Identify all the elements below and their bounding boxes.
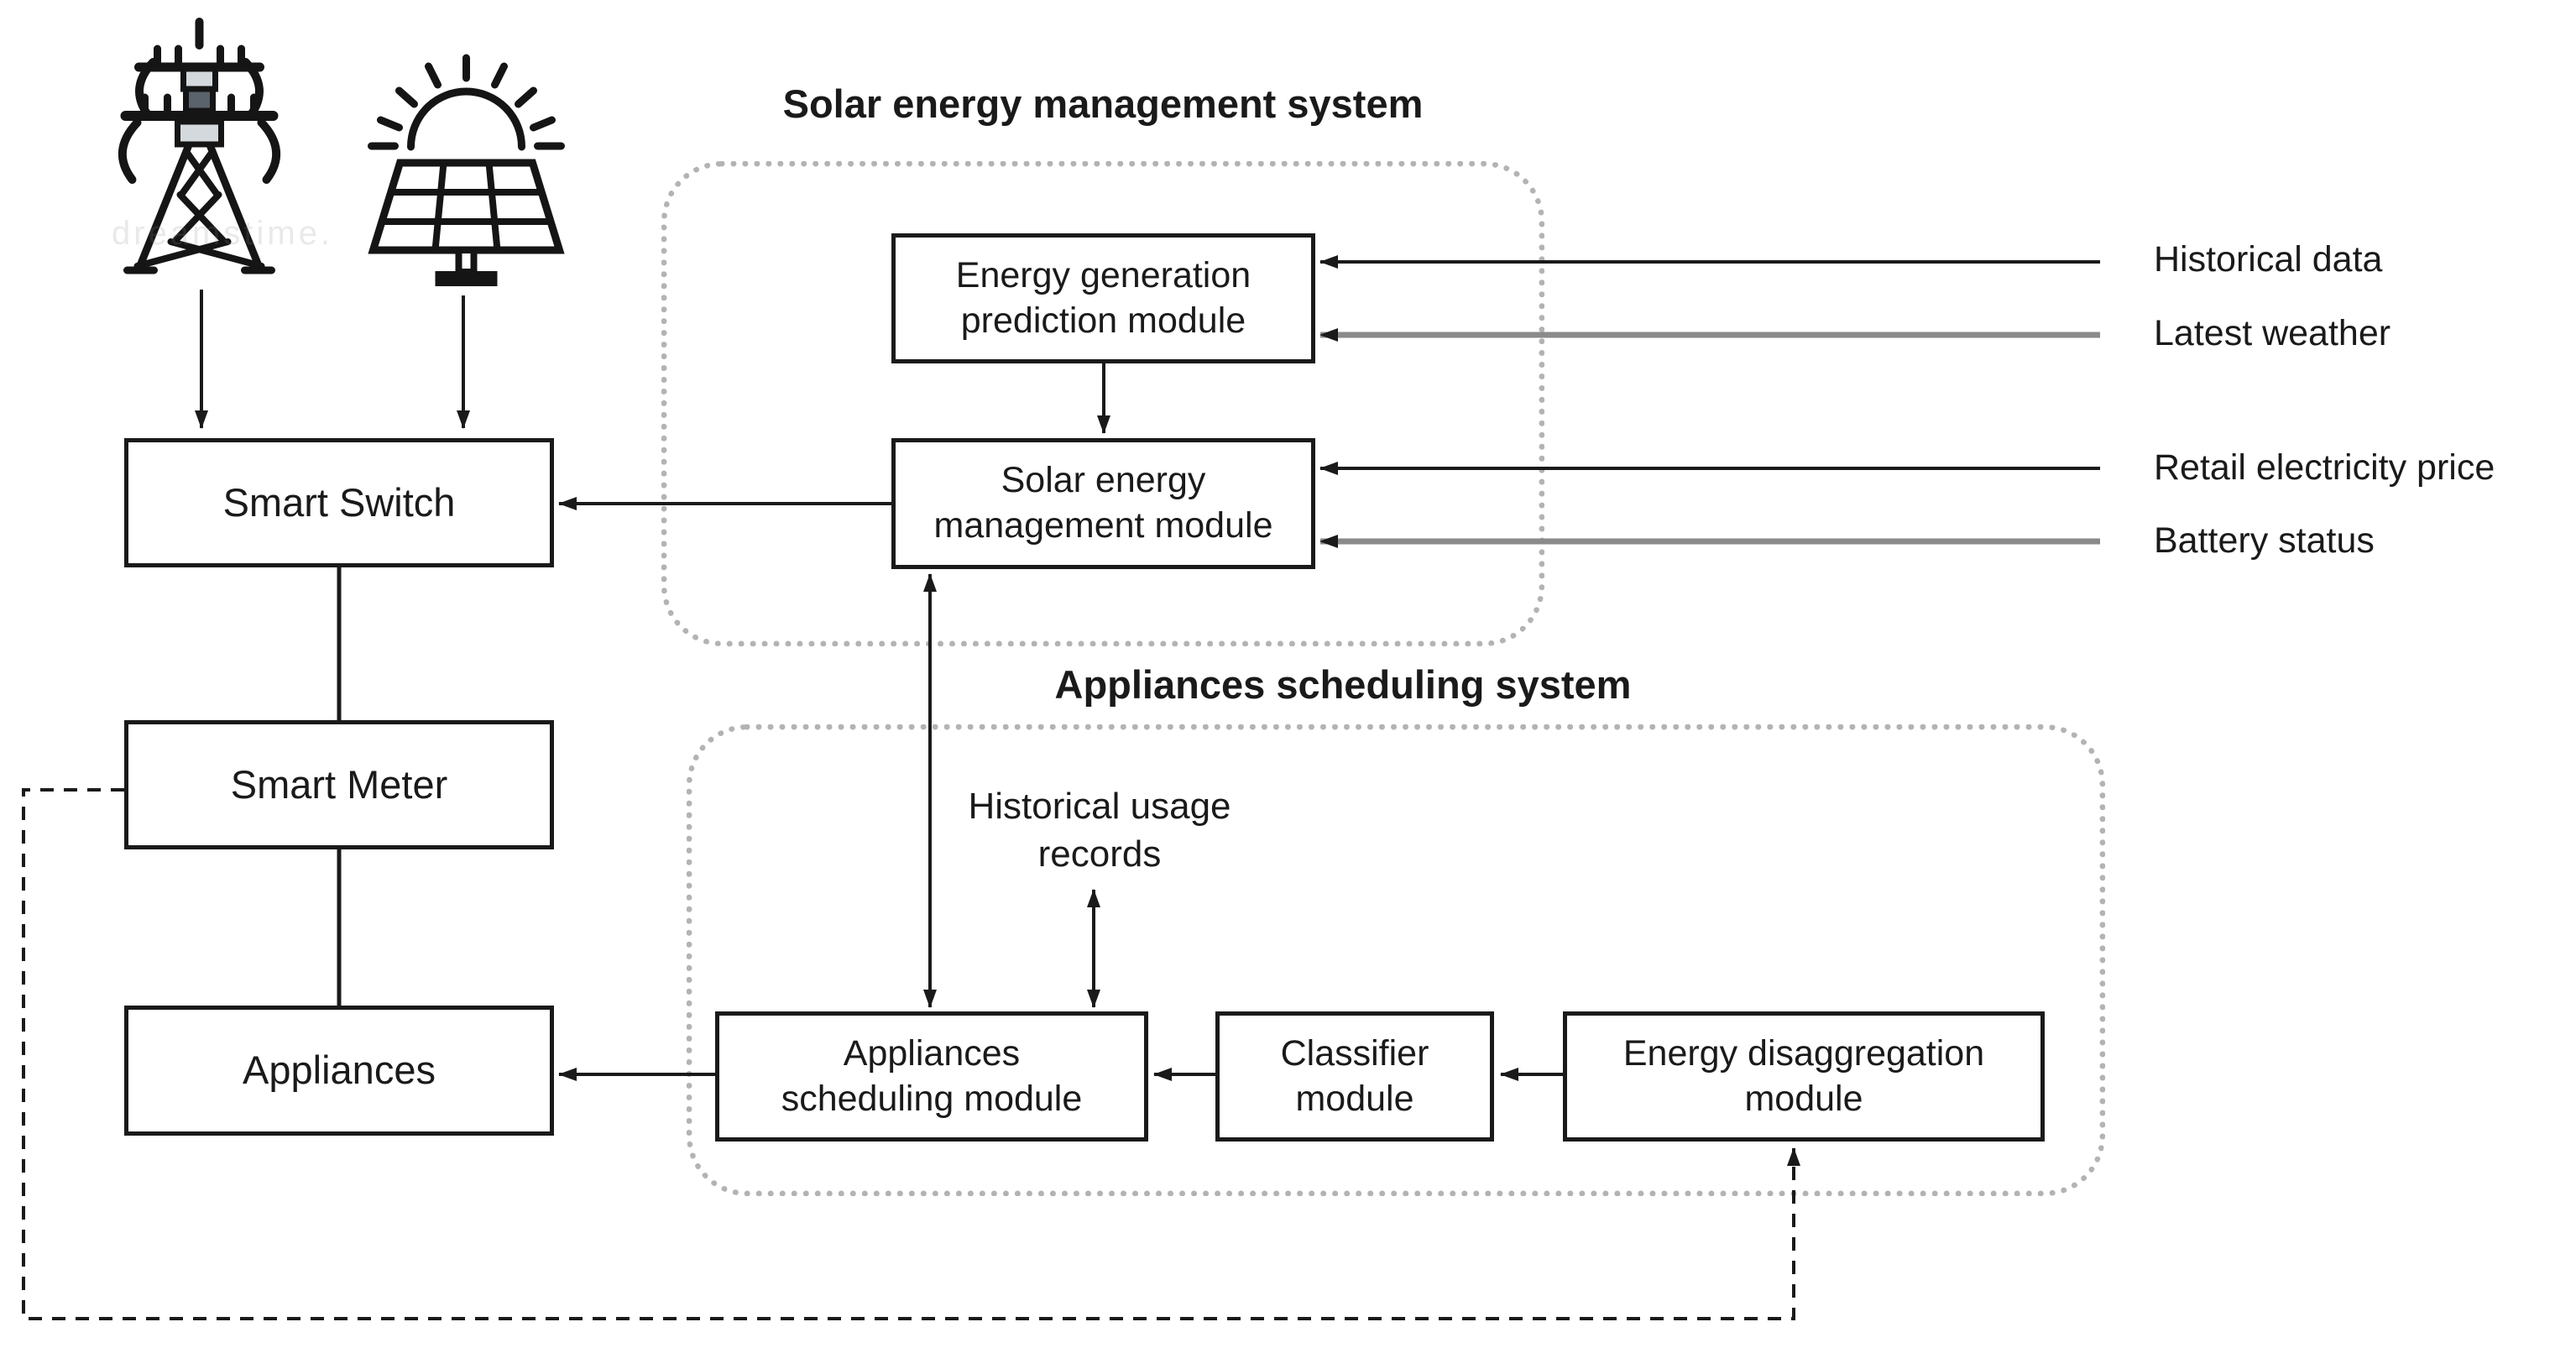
classifier-module-box: Classifier module [1215,1011,1494,1142]
solar-system-container [661,161,1544,646]
arrow-meter-to-disaggregation-dashed [22,788,1800,1320]
solar-system-title: Solar energy management system [782,81,1424,126]
smart-meter-box: Smart Meter [124,720,554,849]
historical-usage-records-label: Historical usage records [968,786,1231,875]
appliances-scheduling-module-box: Appliances scheduling module [715,1011,1148,1142]
smart-switch-box: Smart Switch [124,438,554,567]
solar-panel-icon [346,34,585,290]
solar-energy-management-module-box: Solar energy management module [891,438,1315,569]
energy-disaggregation-module-box: Energy disaggregation module [1563,1011,2045,1142]
energy-generation-prediction-module-box: Energy generation prediction module [891,233,1315,363]
appliances-box: Appliances [124,1006,554,1136]
historical-data-label: Historical data [2154,239,2383,280]
retail-electricity-price-label: Retail electricity price [2154,447,2495,488]
watermark: dreamstime. [112,215,334,252]
latest-weather-label: Latest weather [2154,313,2391,353]
scheduling-system-container [687,724,2105,1196]
transmission-tower-icon [71,15,327,284]
scheduling-system-title: Appliances scheduling system [1054,662,1632,707]
battery-status-label: Battery status [2154,520,2375,561]
